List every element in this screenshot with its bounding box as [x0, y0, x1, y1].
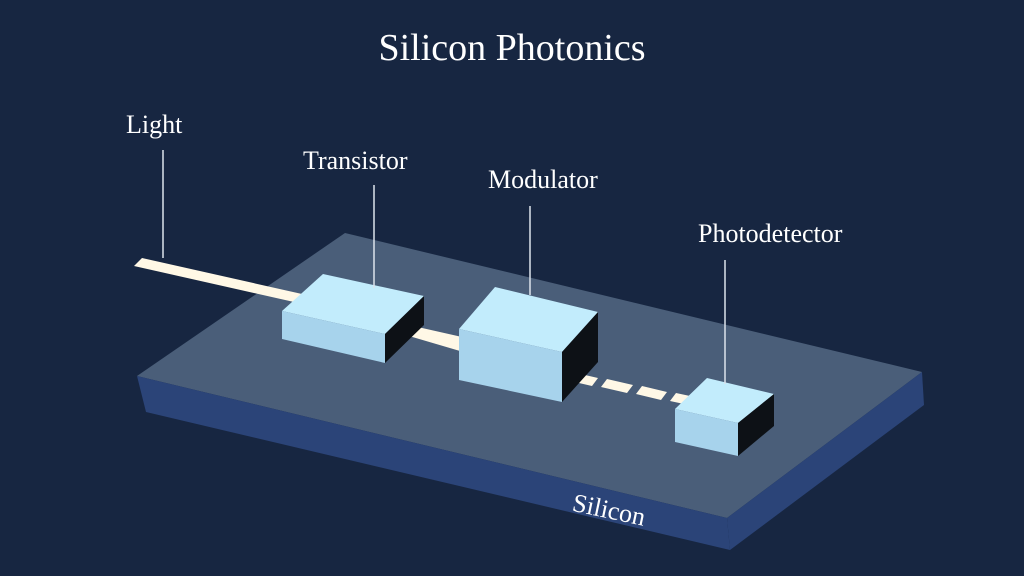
waveguide-segment-3	[636, 386, 667, 400]
modulator-block	[459, 287, 598, 402]
photodetector-top-face	[675, 378, 774, 423]
diagram-title: Silicon Photonics	[378, 27, 646, 69]
transistor-top-face	[282, 274, 424, 334]
modulator-side-face	[562, 312, 598, 402]
waveguide-segment-2	[601, 379, 633, 393]
slab-front-face	[137, 376, 730, 550]
transistor-side-face	[385, 296, 424, 363]
transistor-front-face	[282, 311, 385, 363]
transistor-block	[282, 274, 424, 363]
label-light: Light	[126, 110, 183, 139]
photodetector-block	[675, 378, 774, 456]
label-modulator: Modulator	[488, 165, 598, 194]
photodetector-front-face	[675, 409, 738, 456]
label-transistor: Transistor	[303, 146, 408, 175]
modulator-top-face	[459, 287, 598, 352]
photodetector-side-face	[738, 394, 774, 456]
leader-lines	[162, 150, 726, 384]
slab-side-face	[727, 372, 924, 550]
input-waveguide	[134, 258, 302, 302]
label-photodetector: Photodetector	[698, 219, 843, 248]
modulator-front-face	[459, 329, 562, 402]
